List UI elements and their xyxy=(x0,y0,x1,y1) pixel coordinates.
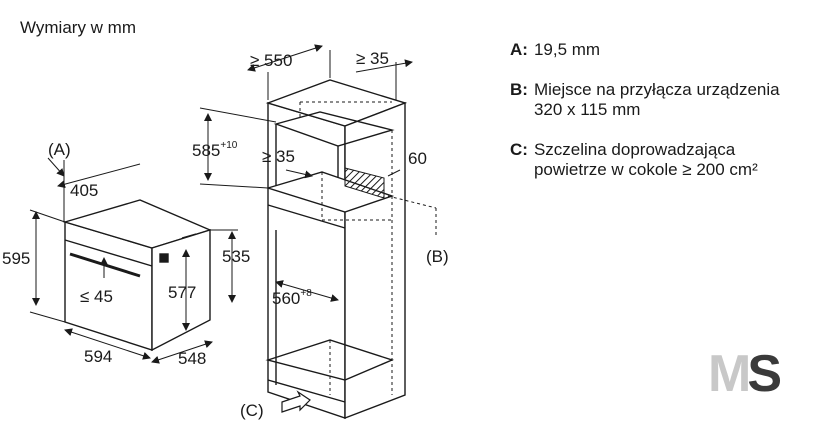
label-c: (C) xyxy=(240,401,264,420)
cabinet-depth-label: ≥ 550 xyxy=(250,51,292,70)
cabinet-width-label: 560+8 xyxy=(272,288,312,308)
cabinet-width-value: 560 xyxy=(272,289,300,308)
connection-slot xyxy=(344,167,385,199)
legend-item-c: C: Szczelina doprowadzająca powietrze w … xyxy=(510,140,830,180)
logo-letter-m: M xyxy=(708,345,751,403)
units-title: Wymiary w mm xyxy=(20,18,136,37)
logo-letter-s: S xyxy=(747,345,782,403)
cabinet-height-value: 585 xyxy=(192,141,220,160)
oven-depth-label: 548 xyxy=(178,349,206,368)
oven-front-depth-label: 405 xyxy=(70,181,98,200)
legend-text: Szczelina doprowadzająca powietrze w cok… xyxy=(533,140,758,179)
legend-key: B: xyxy=(510,80,528,99)
oven-dimension-lines xyxy=(29,157,238,364)
legend-item-a: A: 19,5 mm xyxy=(510,40,830,60)
legend-key: C: xyxy=(510,140,528,159)
oven-handle-gap-label: ≤ 45 xyxy=(80,287,113,306)
vent-size-label: 60 xyxy=(408,149,427,168)
cabinet-width-tolerance: +8 xyxy=(300,288,312,299)
cabinet-back-gap-label: ≥ 35 xyxy=(356,49,389,68)
label-a: (A) xyxy=(48,140,71,159)
oven-drawing xyxy=(62,199,213,352)
legend-text: Miejsce na przyłącza urządzenia 320 x 11… xyxy=(533,80,780,119)
cabinet-height-tolerance: +10 xyxy=(220,140,237,151)
cabinet-drawing xyxy=(265,79,408,420)
label-b: (B) xyxy=(426,247,449,266)
cabinet-dimension-lines xyxy=(199,44,413,413)
brand-logo: MS xyxy=(708,344,782,404)
cabinet-height-label: 585+10 xyxy=(192,140,238,160)
oven-side-height-label: 535 xyxy=(222,247,250,266)
oven-inner-height-label: 577 xyxy=(168,283,196,302)
legend-text: 19,5 mm xyxy=(533,40,601,59)
legend: A: 19,5 mm B: Miejsce na przyłącza urząd… xyxy=(510,40,830,200)
oven-width-label: 594 xyxy=(84,347,112,366)
oven-height-label: 595 xyxy=(2,249,30,268)
legend-item-b: B: Miejsce na przyłącza urządzenia 320 x… xyxy=(510,80,830,120)
cabinet-shelf-gap-label: ≥ 35 xyxy=(262,147,295,166)
legend-key: A: xyxy=(510,40,528,59)
